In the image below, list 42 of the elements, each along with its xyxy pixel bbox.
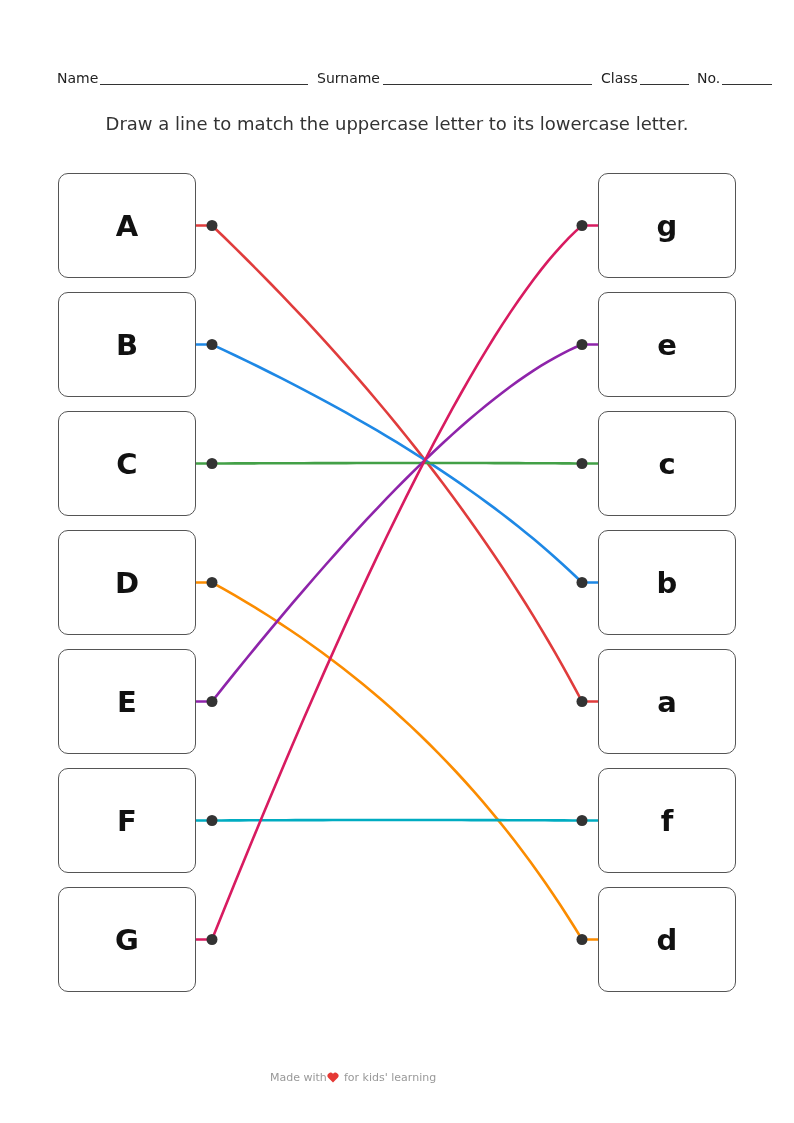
letter-card xyxy=(58,411,196,516)
letter: c xyxy=(658,446,676,481)
footer-text: for kids' learning xyxy=(344,1071,437,1085)
matching-line xyxy=(196,339,598,707)
letter-card xyxy=(58,530,196,635)
letter-card xyxy=(58,768,196,873)
letter: d xyxy=(656,922,678,957)
letter-card xyxy=(598,530,736,635)
form-label: Class xyxy=(601,69,638,87)
letter: g xyxy=(656,208,678,243)
letter-card xyxy=(58,887,196,992)
letter-card xyxy=(598,649,736,754)
form-label: Surname xyxy=(317,69,380,87)
letter-card xyxy=(598,411,736,516)
letter: F xyxy=(117,803,137,838)
matching-line xyxy=(196,220,598,945)
footer-text: Made with xyxy=(270,1071,327,1085)
letter: D xyxy=(114,565,140,600)
letter: e xyxy=(657,327,677,362)
letter-card xyxy=(598,768,736,873)
matching-line xyxy=(196,458,598,469)
matching-line xyxy=(196,220,598,707)
letter: B xyxy=(115,327,139,362)
letter: C xyxy=(116,446,138,481)
letter: G xyxy=(115,922,139,957)
form-label: Name xyxy=(57,69,99,87)
letter-card xyxy=(598,292,736,397)
letter: A xyxy=(115,208,139,243)
matching-line xyxy=(196,815,598,826)
letter: E xyxy=(117,684,137,719)
form-label: No. xyxy=(697,69,721,87)
letter-card xyxy=(58,292,196,397)
letter: b xyxy=(656,565,678,600)
letter-card xyxy=(598,887,736,992)
letter: a xyxy=(657,684,677,719)
matching-line xyxy=(196,577,598,945)
matching-line xyxy=(196,339,598,588)
letter-card xyxy=(58,173,196,278)
letter-card xyxy=(598,173,736,278)
letter: f xyxy=(660,803,674,838)
instruction-text: Draw a line to match the uppercase letter to its lowercase letter. xyxy=(105,113,689,134)
letter-card xyxy=(58,649,196,754)
